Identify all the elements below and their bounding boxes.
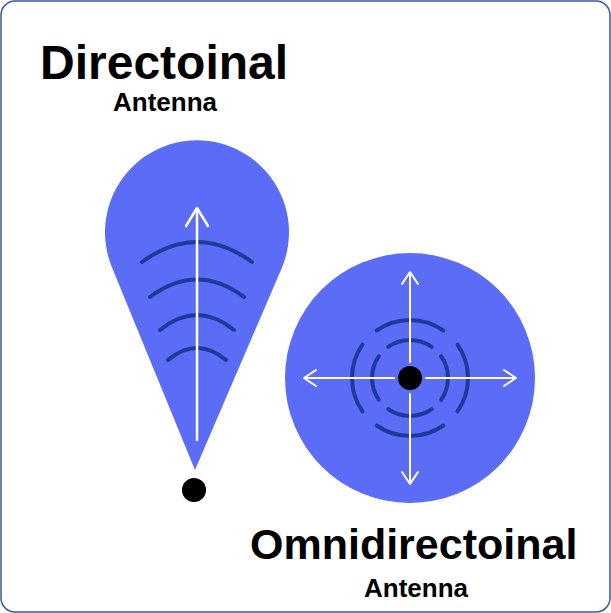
- heading-text: Omnidirectoinal: [250, 523, 577, 566]
- direction-arrow: [186, 208, 208, 440]
- direction-arrows: [304, 272, 516, 484]
- heading-text: Directoinal: [40, 39, 288, 87]
- subheading-text-box: Antenna: [364, 575, 468, 601]
- arrow-head: [402, 472, 418, 484]
- arrow-shaft: [196, 210, 199, 440]
- arrow-head: [304, 370, 316, 386]
- antenna-dot: [182, 478, 206, 502]
- arrow-head: [504, 370, 516, 386]
- heading-text-box: Directoinal: [40, 39, 288, 87]
- omnidirectional-pattern: [285, 253, 535, 503]
- heading-text-box: Omnidirectoinal: [250, 523, 577, 566]
- arrow-shaft: [426, 377, 515, 379]
- arrow-head: [186, 208, 208, 226]
- arrow-shaft: [305, 377, 394, 379]
- omnidirectional-disc: [285, 253, 535, 503]
- arrow-shaft: [409, 394, 411, 483]
- arrow-shaft: [409, 273, 411, 362]
- subheading-text: Antenna: [113, 89, 217, 115]
- subheading-text: Antenna: [364, 575, 468, 601]
- directional-pattern: [105, 140, 289, 502]
- directional-lobe: [105, 140, 289, 470]
- antenna-dot: [398, 366, 422, 390]
- arrow-head: [402, 272, 418, 284]
- subheading-text-box: Antenna: [113, 89, 217, 115]
